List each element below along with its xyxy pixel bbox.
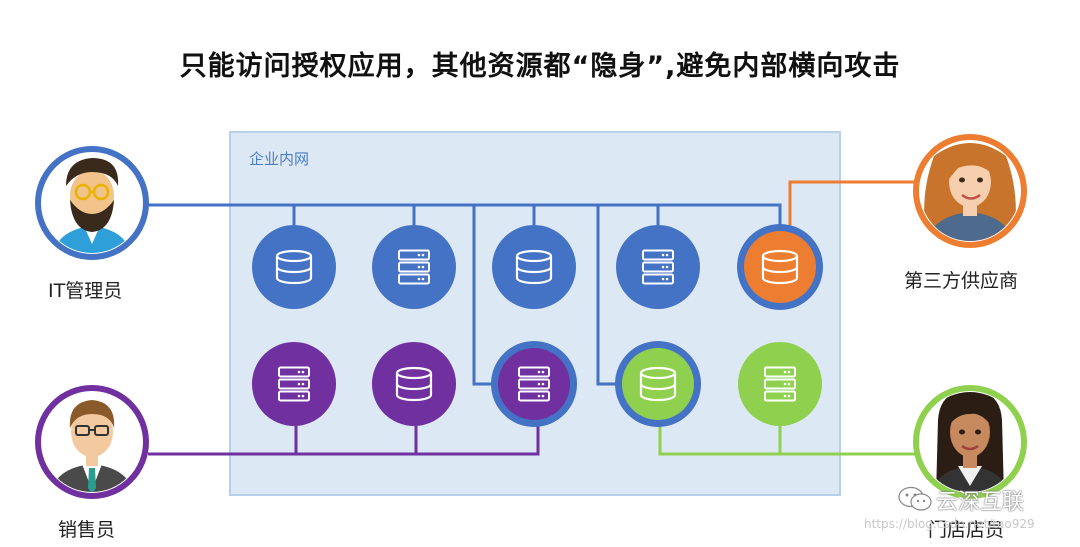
intranet-zone xyxy=(229,131,841,496)
database-icon xyxy=(761,249,799,285)
store-clerk-avatar xyxy=(913,385,1027,499)
server-icon xyxy=(278,366,310,402)
supplier-line xyxy=(788,180,918,228)
resource-node-r5 xyxy=(737,224,823,310)
resource-node-r7 xyxy=(372,342,456,426)
sales-avatar xyxy=(35,385,149,499)
resource-node-r1 xyxy=(252,225,336,309)
store-clerk-line xyxy=(658,426,918,456)
sales-label: 销售员 xyxy=(58,519,116,541)
supplier-avatar xyxy=(913,134,1027,248)
it-admin-label: IT管理员 xyxy=(48,280,123,302)
page-title: 只能访问授权应用，其他资源都“隐身”,避免内部横向攻击 xyxy=(179,51,901,82)
resource-node-r8 xyxy=(491,341,577,427)
database-icon xyxy=(639,366,677,402)
resource-node-r9 xyxy=(615,341,701,427)
database-icon xyxy=(515,249,553,285)
it-admin-avatar xyxy=(35,146,149,260)
watermark-url: https://blog.csdn.net/tao929 xyxy=(864,517,1035,531)
resource-node-r3 xyxy=(492,225,576,309)
supplier-label: 第三方供应商 xyxy=(904,270,1019,292)
intranet-zone-label: 企业内网 xyxy=(249,150,310,168)
resource-node-r2 xyxy=(372,225,456,309)
watermark-brand: 云深互联 xyxy=(936,490,1025,515)
store-clerk-label: 门店店员 xyxy=(928,519,1005,541)
wechat-icon xyxy=(898,486,932,511)
database-icon xyxy=(395,366,433,402)
resource-node-r6 xyxy=(252,342,336,426)
server-icon xyxy=(398,249,430,285)
server-icon xyxy=(764,366,796,402)
server-icon xyxy=(642,249,674,285)
connection-lines xyxy=(148,180,918,456)
resource-node-r4 xyxy=(616,225,700,309)
database-icon xyxy=(275,249,313,285)
resource-node-r10 xyxy=(738,342,822,426)
it-admin-branch-r9 xyxy=(596,205,618,386)
resource-nodes xyxy=(252,224,823,427)
sales-line xyxy=(148,426,540,456)
it-admin-line xyxy=(148,203,782,225)
server-icon xyxy=(518,366,550,402)
it-admin-branch-r8 xyxy=(472,205,496,386)
